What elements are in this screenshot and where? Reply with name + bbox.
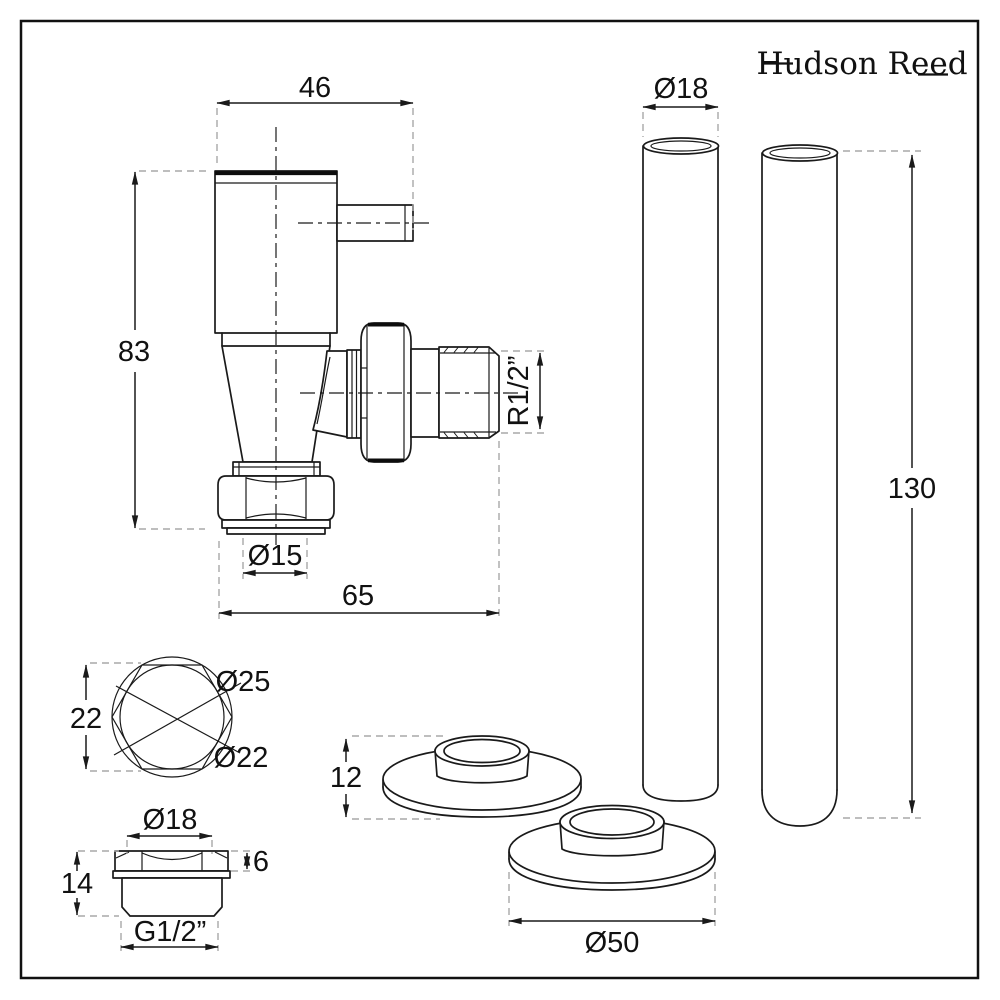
nut-top-view: Ø25 Ø22 22 [70,656,271,778]
dim-valve-width-label: 46 [299,72,331,104]
dim-plug-total-height-label: 14 [61,868,93,900]
plug-view: Ø18 6 14 G1/2” [61,804,269,951]
dim-valve-height: 83 [118,170,209,530]
plug-hex-facet-arc [141,852,203,861]
valve-outlet-horn-inner [316,356,331,425]
dim-valve-depth: 65 [218,441,500,619]
valve-front-view: 46 83 Ø15 65 R1/2” [118,72,546,619]
dim-nut-across-flats: 22 [70,662,141,772]
plug-hex-head [114,850,229,872]
dim-valve-height-label: 83 [118,336,150,368]
dim-valve-thread-label: R1/2” [503,356,535,427]
dim-nut-across-flats-label: 22 [70,703,102,735]
pipes-view: Ø18 130 [642,73,936,827]
collar-front [508,804,716,891]
dim-pipe-length: 130 [843,150,936,819]
valve-outlet-horn [312,350,348,438]
brand-logo: Hudson Reed [756,46,967,82]
plug-hex-chamfer [214,851,228,859]
dim-valve-width: 46 [216,72,414,230]
dim-pipe-diameter: Ø18 [642,73,719,137]
dim-plug-head-height-label: 6 [253,846,269,878]
dim-plug-head-diameter-label: Ø18 [143,804,198,836]
dim-collar-diameter-label: Ø50 [585,927,640,959]
dim-plug-thread-label: G1/2” [134,916,207,948]
pipe-right [761,144,839,827]
thread-hatch [443,347,479,438]
page-border [19,19,980,980]
leader-inner-diameter [115,685,241,754]
dim-collar-height-label: 12 [330,762,362,794]
valve-ferrule [346,349,362,439]
dim-plug-total-height: 14 [61,850,119,917]
dim-plug-thread: G1/2” [120,916,219,951]
collar-back [382,735,582,818]
logo-text: Hudson Reed [756,46,967,82]
dim-pipe-length-label: 130 [888,473,936,505]
dim-plug-head-height: 6 [231,846,269,878]
dim-collar-diameter: Ø50 [508,872,716,959]
nut-hexagon [111,664,233,770]
collars-view: 12 Ø50 [330,735,716,959]
plug-flange [112,870,231,879]
dim-valve-bore-label: Ø15 [248,540,303,572]
nut-outer-diameter-label: Ø25 [216,666,271,698]
plug-thread-body [121,877,223,917]
dim-pipe-diameter-label: Ø18 [654,73,709,105]
dim-collar-height: 12 [330,735,446,820]
nut-inner-circle [119,664,225,770]
dim-valve-depth-label: 65 [342,580,374,612]
pipe-left [642,137,720,802]
dim-valve-thread: R1/2” [501,350,546,434]
nut-inner-diameter-label: Ø22 [214,742,269,774]
dim-valve-bore: Ø15 [242,538,308,579]
dim-plug-head-diameter: Ø18 [126,804,213,854]
